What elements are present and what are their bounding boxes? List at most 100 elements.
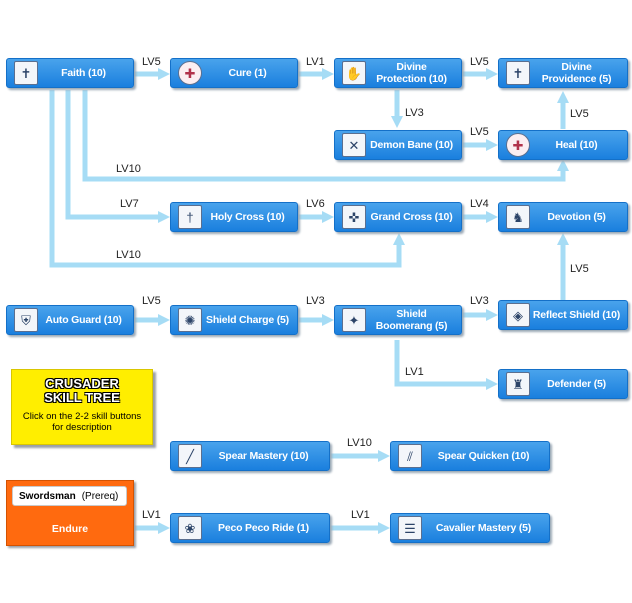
- skill-label-line: Shield: [396, 308, 427, 320]
- skill-label: Spear Mastery (10): [218, 450, 309, 462]
- prereq-tag: Swordsman (Prereq): [12, 486, 127, 506]
- title-line: CRUSADER: [45, 376, 119, 391]
- skill-label: Defender (5): [547, 378, 606, 390]
- skill-endure[interactable]: Endure: [51, 523, 89, 535]
- requirement-label: LV1: [306, 56, 325, 68]
- skill-label-line: Providence (5): [541, 73, 612, 85]
- skill-label-line: Protection (10): [376, 73, 447, 85]
- defender-icon: ♜: [506, 372, 530, 396]
- requirement-label: LV5: [142, 295, 161, 307]
- connector-arrow: [462, 68, 498, 80]
- reflect-shield-icon: ◈: [506, 303, 530, 327]
- connector-arrow: [82, 90, 569, 182]
- skill-label: Spear Quicken (10): [437, 450, 530, 462]
- requirement-label: LV5: [470, 126, 489, 138]
- skill-defender[interactable]: ♜ Defender (5): [498, 369, 628, 399]
- spear-quicken-icon: ⫽: [398, 444, 422, 468]
- skill-label: Grand Cross (10): [370, 211, 453, 223]
- connector-arrow: [134, 314, 170, 326]
- skill-shield-charge[interactable]: ✺ Shield Charge (5): [170, 305, 298, 335]
- connector-arrow: [462, 309, 498, 321]
- connector-arrow: [134, 522, 170, 534]
- skill-demon-bane[interactable]: ✕ Demon Bane (10): [334, 130, 462, 160]
- connector-arrow: [298, 68, 334, 80]
- skill-heal[interactable]: ✚ Heal (10): [498, 130, 628, 160]
- connector-arrow: [330, 450, 390, 462]
- shield-bless-icon: ✋: [342, 61, 366, 85]
- connector-arrow: [49, 90, 405, 268]
- requirement-label: LV3: [306, 295, 325, 307]
- connector-arrow: [557, 233, 569, 300]
- skill-label-line: Boomerang (5): [375, 320, 448, 332]
- skill-label: Holy Cross (10): [210, 211, 285, 223]
- skill-tree-notice: CRUSADER SKILL TREE Click on the 2-2 ski…: [11, 369, 153, 445]
- requirement-label: LV1: [405, 366, 424, 378]
- notice-instructions: Click on the 2-2 skill buttons for descr…: [22, 411, 142, 433]
- skill-grand-cross[interactable]: ✜ Grand Cross (10): [334, 202, 462, 232]
- skill-spear-quicken[interactable]: ⫽ Spear Quicken (10): [390, 441, 550, 471]
- skill-label: Reflect Shield (10): [532, 309, 621, 321]
- requirement-label: LV1: [351, 509, 370, 521]
- boomerang-icon: ✦: [342, 308, 366, 332]
- skill-label: Cure (1): [228, 67, 267, 79]
- connector-arrow: [462, 139, 498, 151]
- connector-arrow: [65, 90, 170, 223]
- requirement-label: LV5: [142, 56, 161, 68]
- requirement-label: LV3: [405, 107, 424, 119]
- skill-peco-peco-ride[interactable]: ❀ Peco Peco Ride (1): [170, 513, 330, 543]
- connector-arrow: [298, 314, 334, 326]
- skill-cavalier-mastery[interactable]: ☰ Cavalier Mastery (5): [390, 513, 550, 543]
- cross-tablet-icon: ✝: [506, 61, 530, 85]
- skill-spear-mastery[interactable]: ╱ Spear Mastery (10): [170, 441, 330, 471]
- title-line: SKILL TREE: [44, 390, 120, 405]
- skill-label: Peco Peco Ride (1): [218, 522, 309, 534]
- requirement-label: LV6: [306, 198, 325, 210]
- requirement-label: LV3: [470, 295, 489, 307]
- skill-label: Faith (10): [61, 67, 106, 79]
- skill-devotion[interactable]: ♞ Devotion (5): [498, 202, 628, 232]
- requirement-label: LV7: [120, 198, 139, 210]
- shield-charge-icon: ✺: [178, 308, 202, 332]
- bane-icon: ✕: [342, 133, 366, 157]
- skill-holy-cross[interactable]: † Holy Cross (10): [170, 202, 298, 232]
- skill-auto-guard[interactable]: ⛨ Auto Guard (10): [6, 305, 134, 335]
- skill-label: Demon Bane (10): [370, 139, 453, 151]
- cross-tablet-icon: ✝: [14, 61, 38, 85]
- skill-faith[interactable]: ✝ Faith (10): [6, 58, 134, 88]
- peco-icon: ❀: [178, 516, 202, 540]
- prereq-box: Swordsman (Prereq) Endure: [6, 480, 134, 546]
- connector-arrow: [134, 68, 170, 80]
- skill-label: Auto Guard (10): [45, 314, 122, 326]
- skill-label: Shield Charge (5): [206, 314, 289, 326]
- skill-label: Devotion (5): [547, 211, 606, 223]
- skill-label: Heal (10): [555, 139, 598, 151]
- devotion-icon: ♞: [506, 205, 530, 229]
- skill-label-line: Divine: [561, 61, 592, 73]
- holy-cross-icon: †: [178, 205, 202, 229]
- heart-cross-icon: ✚: [178, 61, 202, 85]
- spear-icon: ╱: [178, 444, 202, 468]
- requirement-label: LV10: [116, 249, 141, 261]
- cavalier-icon: ☰: [398, 516, 422, 540]
- requirement-label: LV10: [347, 437, 372, 449]
- skill-reflect-shield[interactable]: ◈ Reflect Shield (10): [498, 300, 628, 330]
- skill-cure[interactable]: ✚ Cure (1): [170, 58, 298, 88]
- prereq-job: Swordsman: [19, 490, 76, 502]
- requirement-label: LV1: [142, 509, 161, 521]
- connector-arrow: [298, 211, 334, 223]
- requirement-label: LV10: [116, 163, 141, 175]
- connector-arrow: [394, 340, 498, 390]
- heart-cross-icon: ✚: [506, 133, 530, 157]
- connector-arrow: [330, 522, 390, 534]
- connector-arrow: [557, 91, 569, 129]
- guard-icon: ⛨: [14, 308, 38, 332]
- connector-arrow: [391, 90, 403, 128]
- grand-cross-icon: ✜: [342, 205, 366, 229]
- requirement-label: LV4: [470, 198, 489, 210]
